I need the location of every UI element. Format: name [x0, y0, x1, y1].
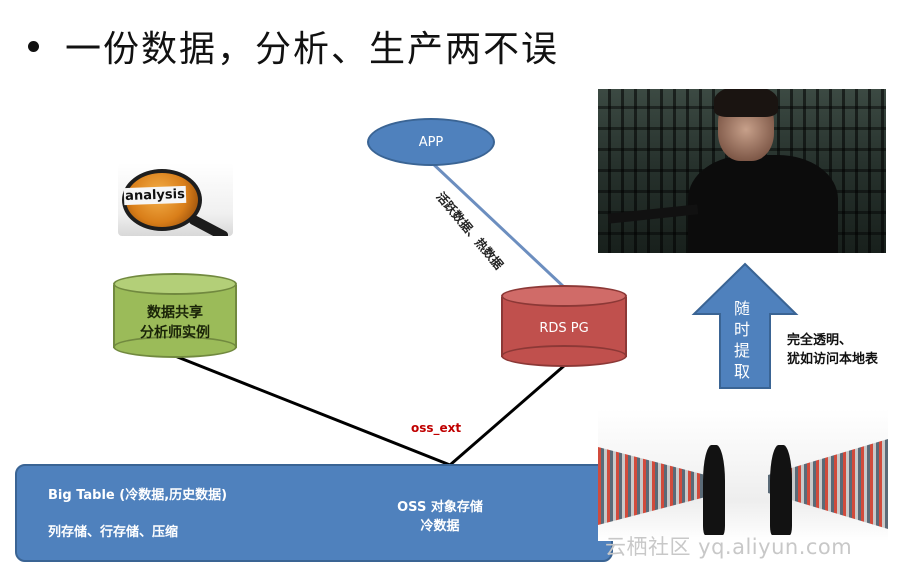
analyst-to-bigtable-line	[174, 354, 451, 467]
side-note-line1: 完全透明、	[787, 333, 853, 348]
matrix-racks-photo	[598, 409, 888, 541]
rds-to-bigtable-line	[449, 363, 566, 467]
side-note-line2: 犹如访问本地表	[787, 352, 879, 367]
side-note: 完全透明、 犹如访问本地表	[787, 331, 878, 369]
figure-hair	[714, 89, 778, 117]
bigtable-title: Big Table (冷数据,历史数据)	[48, 488, 228, 503]
up-arrow-icon	[691, 262, 799, 389]
arrow-char-1: 随	[733, 299, 750, 318]
figure-coat	[688, 155, 838, 253]
matrix-weapons-photo	[598, 89, 886, 253]
oss-ext-label: oss_ext	[411, 421, 462, 435]
arrow-char-4: 取	[733, 362, 750, 381]
rack-left	[598, 447, 718, 525]
bigtable-subtitle: 列存储、行存储、压缩	[48, 525, 179, 540]
arrow-label: 随 时 提 取	[725, 298, 759, 382]
oss-storage-line1: OSS 对象存储	[397, 500, 483, 515]
app-node: APP	[367, 118, 495, 166]
magnifier-handle	[187, 213, 230, 236]
app-to-rds-line	[428, 159, 567, 290]
oss-storage-line2: 冷数据	[420, 519, 460, 534]
title-row: 一份数据，分析、生产两不误	[28, 18, 559, 74]
analyst-instance-cylinder: 数据共享 分析师实例	[113, 273, 237, 358]
person-right	[770, 445, 792, 535]
arrow-char-3: 提	[733, 341, 750, 360]
bigtable-box: Big Table (冷数据,历史数据) 列存储、行存储、压缩 OSS 对象存储…	[15, 464, 613, 562]
analyst-line2: 分析师实例	[140, 325, 210, 341]
watermark: 云栖社区 yq.aliyun.com	[605, 535, 853, 559]
rds-label: RDS PG	[539, 321, 589, 336]
rds-pg-cylinder: RDS PG	[501, 285, 627, 367]
arrow-char-2: 时	[733, 320, 750, 339]
gun-shape	[607, 204, 699, 224]
person-left	[703, 445, 725, 535]
slide-title: 一份数据，分析、生产两不误	[65, 29, 560, 70]
analysis-word: analysis	[123, 185, 187, 206]
analyst-line1: 数据共享	[147, 305, 203, 321]
bullet-icon	[28, 40, 39, 52]
analysis-magnifier-image: analysis	[118, 163, 233, 236]
